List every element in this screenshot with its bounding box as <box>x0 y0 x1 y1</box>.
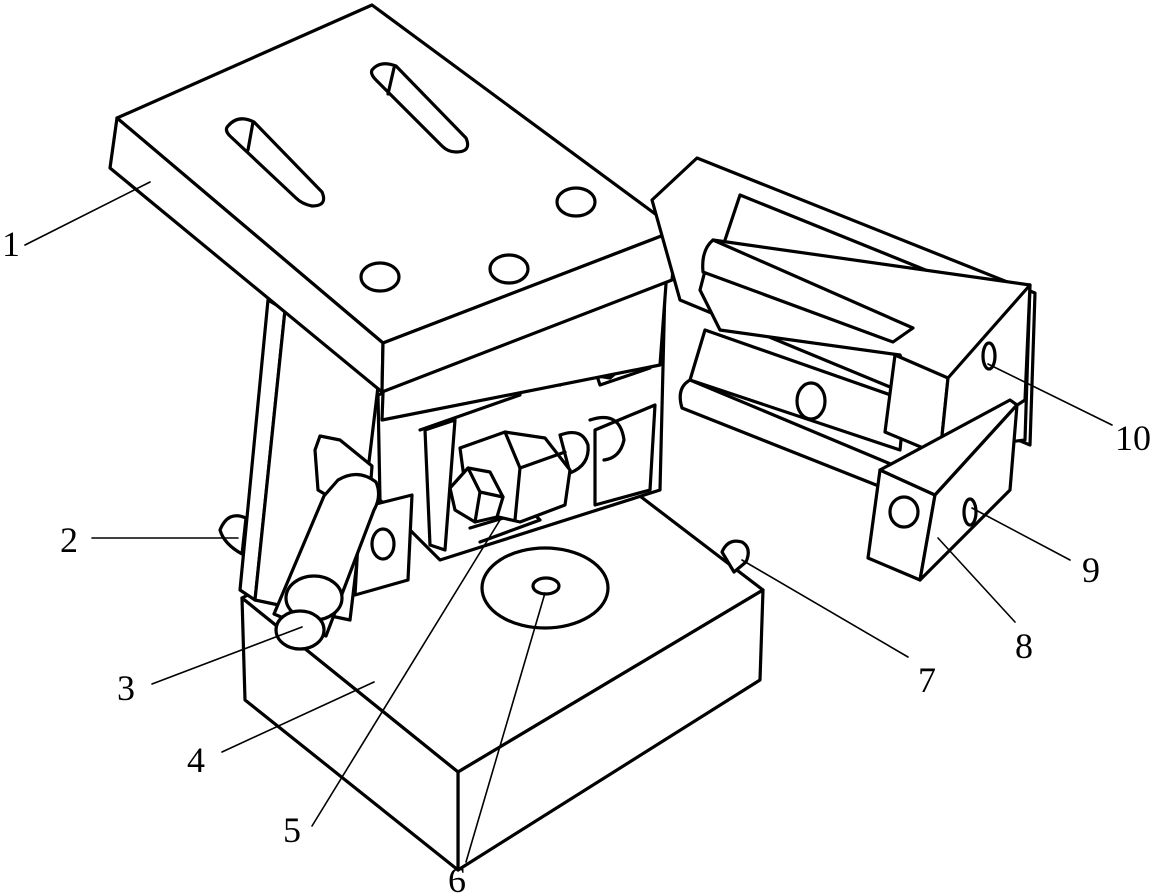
locating-pin-right <box>720 539 750 574</box>
callout-8: 8 <box>1015 626 1033 666</box>
leader-3 <box>151 626 303 685</box>
bracket-hole-front <box>795 381 827 421</box>
leader-10 <box>987 363 1113 426</box>
callout-labels: 1 2 3 4 5 6 7 8 9 10 <box>2 224 1151 896</box>
top-plate <box>108 3 679 422</box>
hex-bolt-assembly <box>448 430 590 524</box>
leader-8 <box>937 537 1016 623</box>
leader-1 <box>24 181 151 246</box>
circular-seat <box>480 546 610 630</box>
leader-5 <box>311 519 501 827</box>
callout-4: 4 <box>187 740 205 780</box>
leader-lines <box>24 181 1113 863</box>
leader-4 <box>221 681 375 753</box>
lower-block-hole-front <box>888 495 920 529</box>
leader-9 <box>971 507 1071 561</box>
end-block-hole <box>981 341 997 371</box>
lower-block <box>866 398 1019 582</box>
callout-2: 2 <box>60 520 78 560</box>
mount-hole-2 <box>488 253 530 285</box>
callout-9: 9 <box>1082 550 1100 590</box>
right-bracket-frame <box>650 156 1037 502</box>
mount-hole-3 <box>359 261 401 293</box>
adjustment-slot-1 <box>224 117 326 208</box>
mount-hole-1 <box>555 186 597 218</box>
center-hole <box>531 576 561 596</box>
callout-7: 7 <box>918 660 936 700</box>
callout-1: 1 <box>2 224 20 264</box>
adjustment-slot-2 <box>369 62 470 154</box>
bracket-hole <box>370 527 396 561</box>
locating-pin-left <box>218 514 248 556</box>
lower-block-hole-side <box>962 497 978 527</box>
base-plate <box>240 433 765 872</box>
callout-6: 6 <box>448 860 466 896</box>
leader-6 <box>465 592 546 863</box>
leader-7 <box>741 559 909 658</box>
handle-rod <box>272 472 381 651</box>
callout-10: 10 <box>1115 418 1151 458</box>
callout-3: 3 <box>117 668 135 708</box>
callout-5: 5 <box>283 810 301 850</box>
